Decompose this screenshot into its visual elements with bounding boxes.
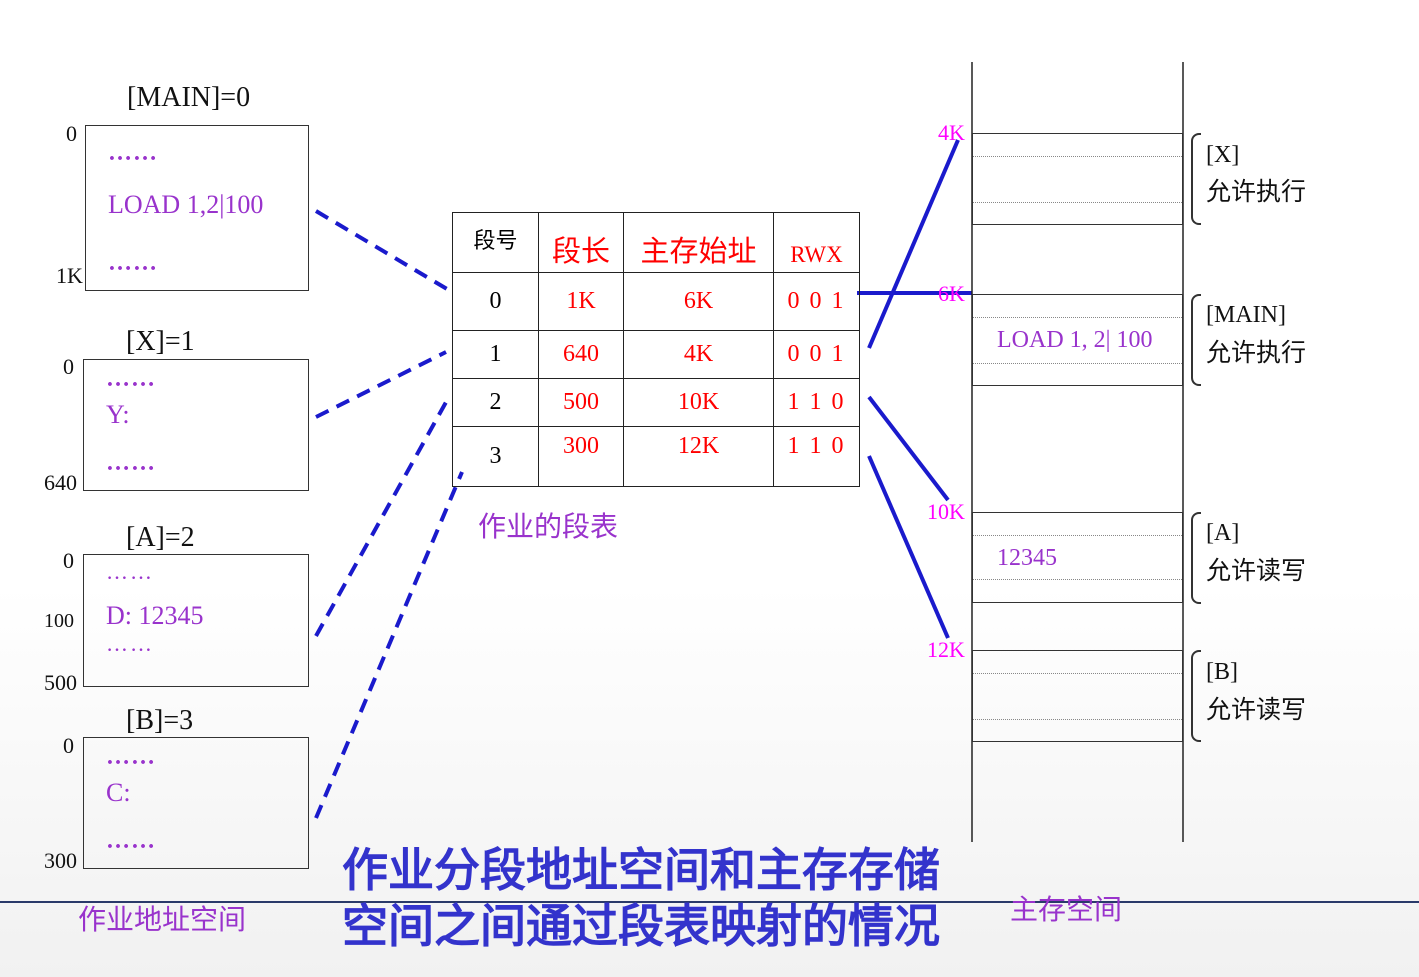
segment-end-label: 500: [44, 670, 77, 695]
solid-link-row1: [867, 139, 960, 349]
memory-block-label: [A]: [1206, 520, 1240, 546]
address-label: 10K: [927, 499, 965, 524]
cell-start: 4K: [623, 330, 774, 379]
segment-start-label: 0: [63, 548, 74, 573]
brace-icon: [1191, 512, 1201, 604]
segment-start-label: 0: [63, 733, 74, 758]
ellipsis-line: ……: [106, 828, 156, 854]
memory-block-permission: 允许执行: [1206, 338, 1307, 367]
segment-end-label: 640: [44, 470, 77, 495]
cell-start: 10K: [623, 378, 774, 427]
memory-block-permission: 允许读写: [1206, 556, 1307, 585]
memory-block-content: 12345: [997, 545, 1057, 571]
segment-title: [X]=1: [126, 326, 195, 357]
segment-start-label: 0: [66, 121, 77, 146]
header-rwx: RWX: [773, 212, 860, 273]
job-space-caption: 作业地址空间: [78, 903, 247, 936]
address-label: 6K: [938, 281, 965, 306]
memory-block-a: 12345: [972, 512, 1183, 603]
code-line: Y:: [106, 400, 130, 429]
table-row: 0 1K 6K 0 0 1: [452, 272, 860, 331]
segment-box: …… D: 12345 ……: [83, 554, 309, 687]
memory-block-b: [972, 650, 1183, 742]
table-row: 1 640 4K 0 0 1: [452, 330, 860, 379]
ellipsis-line: ……: [106, 450, 156, 476]
memory-block-content: LOAD 1, 2| 100: [997, 327, 1153, 353]
ellipsis-line: ……: [108, 250, 158, 276]
cell-start: 6K: [623, 272, 774, 331]
memory-block-permission: 允许读写: [1206, 695, 1307, 724]
code-line: LOAD 1,2|100: [108, 190, 264, 219]
cell-length: 640: [538, 330, 624, 379]
memory-block-permission: 允许执行: [1206, 177, 1307, 206]
segment-end-label: 300: [44, 848, 77, 873]
ellipsis-line: ……: [108, 140, 158, 166]
slide-title-line-2: 空间之间通过段表映射的情况: [342, 899, 940, 953]
dashed-link-x: [315, 350, 447, 419]
cell-length: 300: [538, 426, 624, 487]
ellipsis-line: ……: [106, 631, 154, 656]
dashed-link-main: [314, 209, 454, 294]
segment-box: …… Y: ……: [83, 359, 309, 491]
header-length: 段长: [538, 212, 624, 273]
table-row: 3 300 12K 1 1 0: [452, 426, 860, 487]
slide-title-line-1: 作业分段地址空间和主存存储: [342, 843, 940, 897]
segment-table-caption: 作业的段表: [478, 510, 619, 543]
brace-icon: [1191, 650, 1201, 742]
address-label: 4K: [938, 120, 965, 145]
segment-title: [A]=2: [126, 522, 195, 553]
segment-start-label: 0: [63, 354, 74, 379]
header-start-address: 主存始址: [623, 212, 774, 273]
cell-length: 500: [538, 378, 624, 427]
address-label: 12K: [927, 637, 965, 662]
dashed-link-a: [314, 394, 452, 637]
memory-block-label: [MAIN]: [1206, 302, 1286, 328]
segment-end-label: 1K: [56, 263, 83, 288]
ellipsis-line: ……: [106, 366, 156, 392]
cell-length: 1K: [538, 272, 624, 331]
code-line: D: 12345: [106, 601, 204, 630]
cell-no: 2: [452, 378, 539, 427]
segment-mid-label: 100: [44, 610, 74, 632]
memory-block-label: [B]: [1206, 659, 1238, 685]
segment-table: 段号 段长 主存始址 RWX 0 1K 6K 0 0 1 1 640 4K 0 …: [452, 212, 860, 487]
segment-title: [MAIN]=0: [127, 82, 251, 113]
table-row: 2 500 10K 1 1 0: [452, 378, 860, 427]
dashed-link-b: [314, 471, 464, 819]
header-segment-no: 段号: [452, 212, 539, 273]
solid-link-row2: [867, 395, 950, 502]
cell-rwx: 1 1 0: [773, 378, 860, 427]
table-header-row: 段号 段长 主存始址 RWX: [452, 212, 860, 273]
code-line: C:: [106, 778, 131, 807]
segment-box: …… LOAD 1,2|100 ……: [85, 125, 309, 291]
memory-block-label: [X]: [1206, 142, 1240, 168]
brace-icon: [1191, 294, 1201, 386]
memory-block-x: [972, 133, 1183, 225]
segment-box: …… C: ……: [83, 737, 309, 869]
cell-no: 3: [452, 426, 539, 487]
memory-caption: 主存空间: [1010, 893, 1123, 926]
cell-no: 0: [452, 272, 539, 331]
cell-rwx: 0 0 1: [773, 272, 860, 331]
cell-rwx: 1 1 0: [773, 426, 860, 487]
solid-link-row3: [867, 455, 950, 639]
segment-title: [B]=3: [126, 705, 194, 736]
ellipsis-line: ……: [106, 744, 156, 770]
brace-icon: [1191, 133, 1201, 225]
cell-no: 1: [452, 330, 539, 379]
cell-start: 12K: [623, 426, 774, 487]
ellipsis-line: ……: [106, 559, 154, 584]
memory-block-main: LOAD 1, 2| 100: [972, 294, 1183, 386]
cell-rwx: 0 0 1: [773, 330, 860, 379]
